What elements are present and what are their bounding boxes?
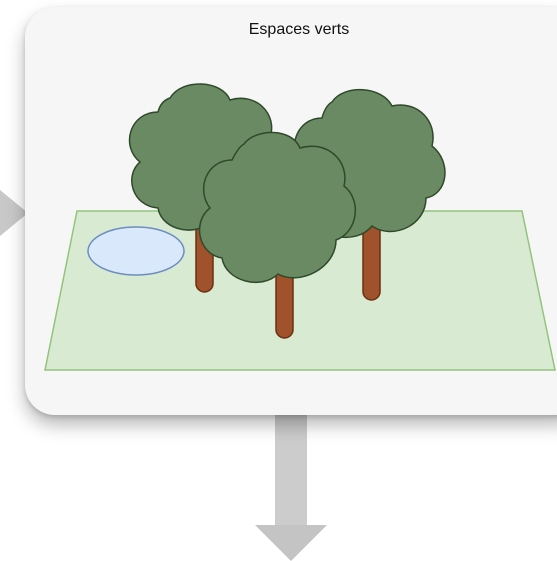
down-arrow-shaft — [275, 412, 307, 526]
tree-icon-center — [198, 131, 357, 283]
pond-icon — [87, 226, 185, 276]
arrow-right-icon — [0, 190, 28, 236]
card-title: Espaces verts — [248, 21, 350, 38]
arrow-down-icon — [255, 412, 327, 561]
left-arrow-head — [0, 190, 28, 236]
down-arrow-head — [255, 525, 327, 561]
